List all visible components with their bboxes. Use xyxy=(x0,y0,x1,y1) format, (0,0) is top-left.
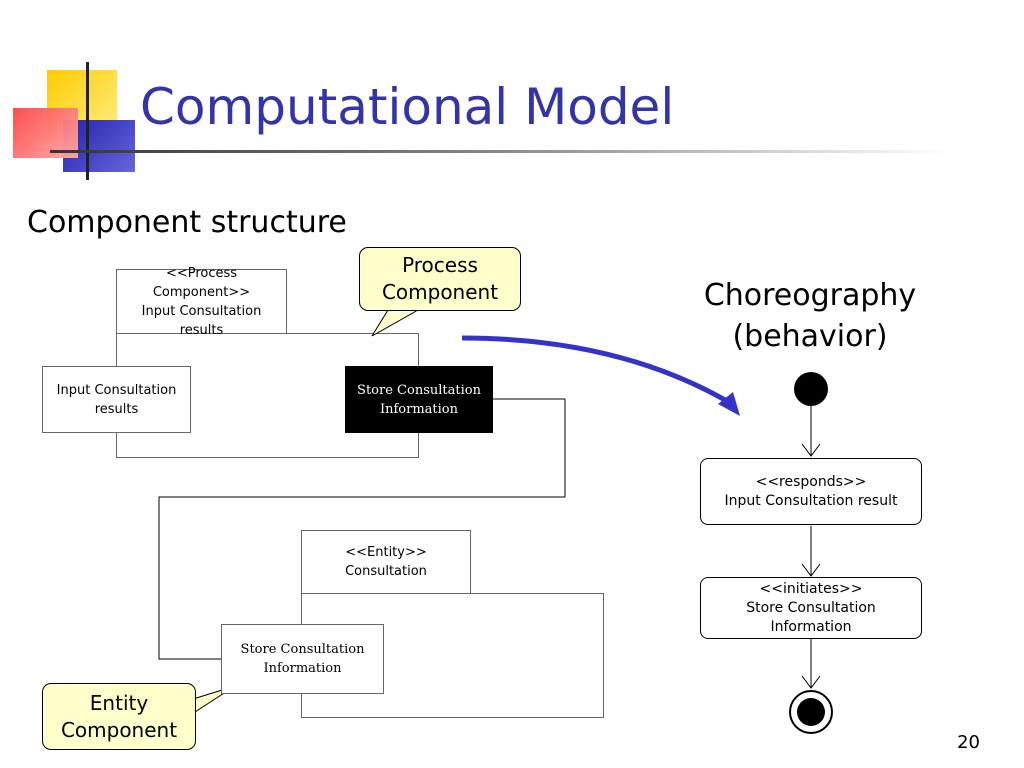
process-header-line2: results xyxy=(179,322,224,338)
input-box-line2: results xyxy=(94,401,139,417)
curved-arrow xyxy=(461,335,734,407)
activity2-line2: Information xyxy=(770,618,852,635)
curved-arrow-head xyxy=(718,392,740,416)
slide-title: Computational Model xyxy=(140,78,675,136)
logo-vertical-line xyxy=(86,62,89,180)
logo-red-square xyxy=(13,108,78,158)
process-stereotype: <<Process Component>> xyxy=(152,265,251,300)
entity-store-box: Store Consultation Information xyxy=(221,624,384,694)
process-component-header: <<Process Component>> Input Consultation… xyxy=(116,266,287,338)
section-heading: Component structure xyxy=(27,205,347,240)
entity-callout: Entity Component xyxy=(42,683,196,750)
initial-node xyxy=(794,372,828,406)
title-underline xyxy=(50,150,950,153)
store-box-line2: Information xyxy=(379,401,459,417)
choreography-title-line1: Choreography xyxy=(703,278,917,313)
process-callout-line2: Component xyxy=(381,280,499,304)
choreography-title-line2: (behavior) xyxy=(732,319,888,354)
activity2-line1: Store Consultation xyxy=(746,599,876,616)
entity-store-line1: Store Consultation xyxy=(240,642,365,657)
activity1-label: Input Consultation result xyxy=(724,492,898,509)
activity-responds: <<responds>> Input Consultation result xyxy=(700,458,922,525)
input-consultation-box: Input Consultation results xyxy=(42,366,191,433)
entity-stereotype: <<Entity>> xyxy=(345,545,427,560)
final-node xyxy=(797,698,825,726)
entity-header-line1: Consultation xyxy=(345,564,427,579)
page-number: 20 xyxy=(957,732,980,753)
activity-initiates: <<initiates>> Store Consultation Informa… xyxy=(700,577,922,639)
entity-component-header: <<Entity>> Consultation xyxy=(301,530,471,594)
entity-callout-line1: Entity xyxy=(89,690,149,715)
store-box-line1: Store Consultation xyxy=(357,382,481,398)
process-callout: Process Component xyxy=(359,247,521,311)
process-callout-line1: Process xyxy=(402,253,478,277)
process-header-line1: Input Consultation xyxy=(141,303,262,319)
entity-store-line2: Information xyxy=(263,661,342,676)
entity-callout-line2: Component xyxy=(60,717,178,742)
input-box-line1: Input Consultation xyxy=(56,382,177,398)
choreography-title: Choreography (behavior) xyxy=(690,275,930,357)
process-callout-tail xyxy=(371,309,420,337)
activity1-stereotype: <<responds>> xyxy=(755,473,867,490)
activity2-stereotype: <<initiates>> xyxy=(759,580,863,597)
store-to-entity-connector xyxy=(158,398,566,660)
store-consultation-box: Store Consultation Information xyxy=(345,366,493,433)
